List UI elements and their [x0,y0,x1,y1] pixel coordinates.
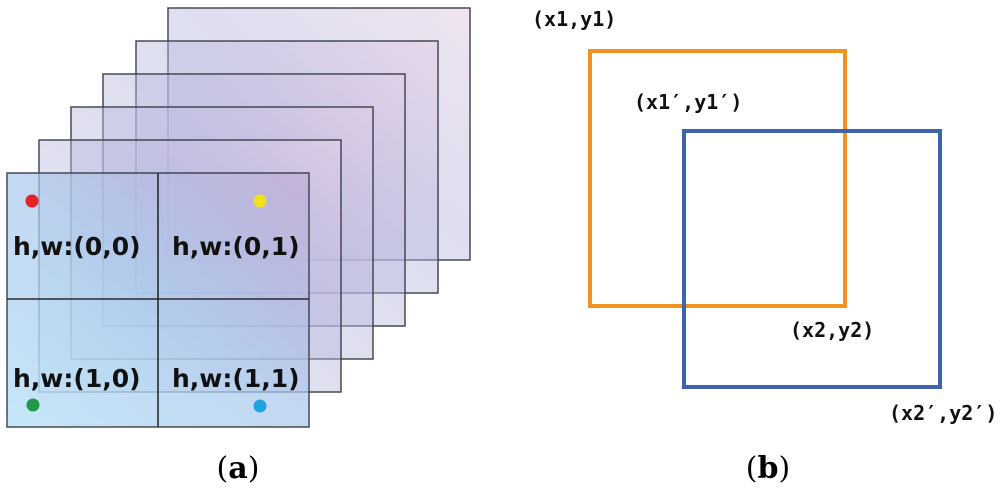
bounding-box-orange [588,49,847,308]
cell-label-1-0: h,w:(1,0) [13,364,141,393]
box2-bottom-right-label: (x2′,y2′) [889,401,997,425]
cell-0-dot [25,194,39,208]
cell-3-dot [253,399,267,413]
cell-label-0-1: h,w:(0,1) [172,232,300,261]
caption-b: (b) [746,451,790,486]
box1-bottom-right-label: (x2,y2) [790,318,874,342]
grid-lines [7,173,309,427]
cell-2-dot [26,398,40,412]
box2-top-left-label: (x1′,y1′) [634,90,742,114]
box1-top-left-label: (x1,y1) [532,7,616,31]
caption-a-letter: a [228,451,247,486]
cell-label-0-0: h,w:(0,0) [13,232,141,261]
cell-label-1-1: h,w:(1,1) [172,364,300,393]
bounding-box-blue [682,129,942,389]
panel-a: h,w:(0,0) h,w:(0,1) h,w:(1,0) h,w:(1,1) … [6,7,471,486]
caption-a: (a) [217,451,260,486]
panel-b: (x1,y1) (x1′,y1′) (x2,y2) (x2′,y2′) (b) [532,7,997,486]
cell-1-dot [253,194,267,208]
caption-b-letter: b [758,451,779,486]
